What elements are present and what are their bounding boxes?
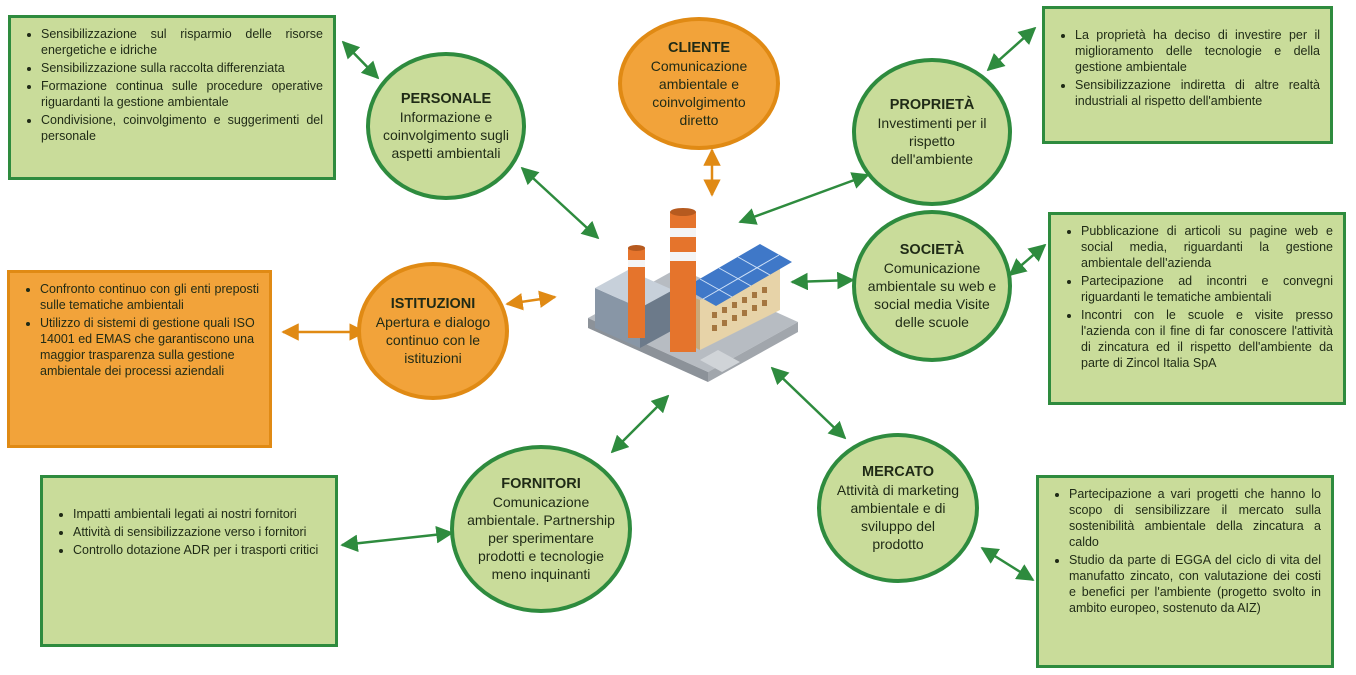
mercato-node: MERCATO Attività di marketing ambientale… [817, 433, 979, 583]
mercato-box: Partecipazione a vari progetti che hanno… [1036, 475, 1334, 668]
arrow-fornitori-center [610, 394, 670, 454]
proprieta-title: PROPRIETÀ [889, 97, 975, 113]
mercato-desc: Attività di marketing ambientale e di sv… [836, 482, 960, 552]
fornitori-item: Attività di sensibilizzazione verso i fo… [73, 524, 325, 540]
personale-item: Formazione continua sulle procedure oper… [41, 78, 323, 110]
societa-node: SOCIETÀ Comunicazione ambientale su web … [852, 210, 1012, 362]
mercato-item: Partecipazione a vari progetti che hanno… [1069, 486, 1321, 550]
cliente-title: CLIENTE [667, 39, 731, 56]
proprieta-desc: Investimenti per il rispetto dell'ambien… [877, 115, 987, 167]
arrow-personale-box [341, 40, 380, 80]
mercato-item: Studio da parte di EGGA del ciclo di vit… [1069, 552, 1321, 616]
mercato-title: MERCATO [862, 464, 934, 480]
societa-item: Pubblicazione di articoli su pagine web … [1081, 223, 1333, 271]
personale-box: Sensibilizzazione sul risparmio delle ri… [8, 15, 336, 180]
fornitori-title: FORNITORI [501, 476, 581, 492]
istituzioni-node: ISTITUZIONI Apertura e dialogo continuo … [357, 262, 509, 400]
fornitori-box: Impatti ambientali legati ai nostri forn… [40, 475, 338, 647]
fornitori-desc: Comunicazione ambientale. Partnership pe… [467, 494, 615, 582]
arrow-proprieta-center [738, 172, 870, 225]
factory-icon [588, 208, 798, 382]
istituzioni-title: ISTITUZIONI [390, 296, 476, 312]
istituzioni-box: Confronto continuo con gli enti preposti… [7, 270, 272, 448]
arrow-mercato-center [770, 366, 847, 440]
societa-box: Pubblicazione di articoli su pagine web … [1048, 212, 1346, 405]
fornitori-item: Controllo dotazione ADR per i trasporti … [73, 542, 325, 558]
arrow-societa-center [790, 271, 855, 291]
cliente-node: CLIENTE Comunicazione ambientale e coinv… [618, 17, 780, 150]
cliente-desc: Comunicazione ambientale e coinvolgiment… [650, 57, 748, 128]
societa-item: Incontri con le scuole e visite presso l… [1081, 307, 1333, 371]
arrow-fornitori-box [340, 526, 454, 552]
arrow-personale-center [520, 166, 600, 240]
arrow-mercato-box [980, 546, 1035, 582]
personale-desc: Informazione e coinvolgimento sugli aspe… [382, 109, 510, 161]
istituzioni-item: Confronto continuo con gli enti preposti… [40, 281, 259, 313]
arrow-proprieta-box [986, 26, 1037, 72]
arrow-istituzioni-center [505, 290, 557, 311]
fornitori-node: FORNITORI Comunicazione ambientale. Part… [450, 445, 632, 613]
personale-title: PERSONALE [400, 91, 492, 107]
societa-item: Partecipazione ad incontri e convegni ri… [1081, 273, 1333, 305]
istituzioni-desc: Apertura e dialogo continuo con le istit… [375, 314, 491, 366]
proprieta-item: La proprietà ha deciso di investire per … [1075, 27, 1320, 75]
personale-item: Condivisione, coinvolgimento e suggerime… [41, 112, 323, 144]
proprieta-box: La proprietà ha deciso di investire per … [1042, 6, 1333, 144]
societa-title: SOCIETÀ [899, 242, 965, 258]
societa-desc: Comunicazione ambientale su web e social… [867, 260, 997, 330]
personale-item: Sensibilizzazione sulla raccolta differe… [41, 60, 323, 76]
istituzioni-item: Utilizzo di sistemi di gestione quali IS… [40, 315, 259, 379]
proprieta-item: Sensibilizzazione indiretta di altre rea… [1075, 77, 1320, 109]
proprieta-node: PROPRIETÀ Investimenti per il rispetto d… [852, 58, 1012, 206]
fornitori-item: Impatti ambientali legati ai nostri forn… [73, 506, 325, 522]
personale-node: PERSONALE Informazione e coinvolgimento … [366, 52, 526, 200]
personale-item: Sensibilizzazione sul risparmio delle ri… [41, 26, 323, 58]
arrow-societa-box [1008, 243, 1047, 277]
